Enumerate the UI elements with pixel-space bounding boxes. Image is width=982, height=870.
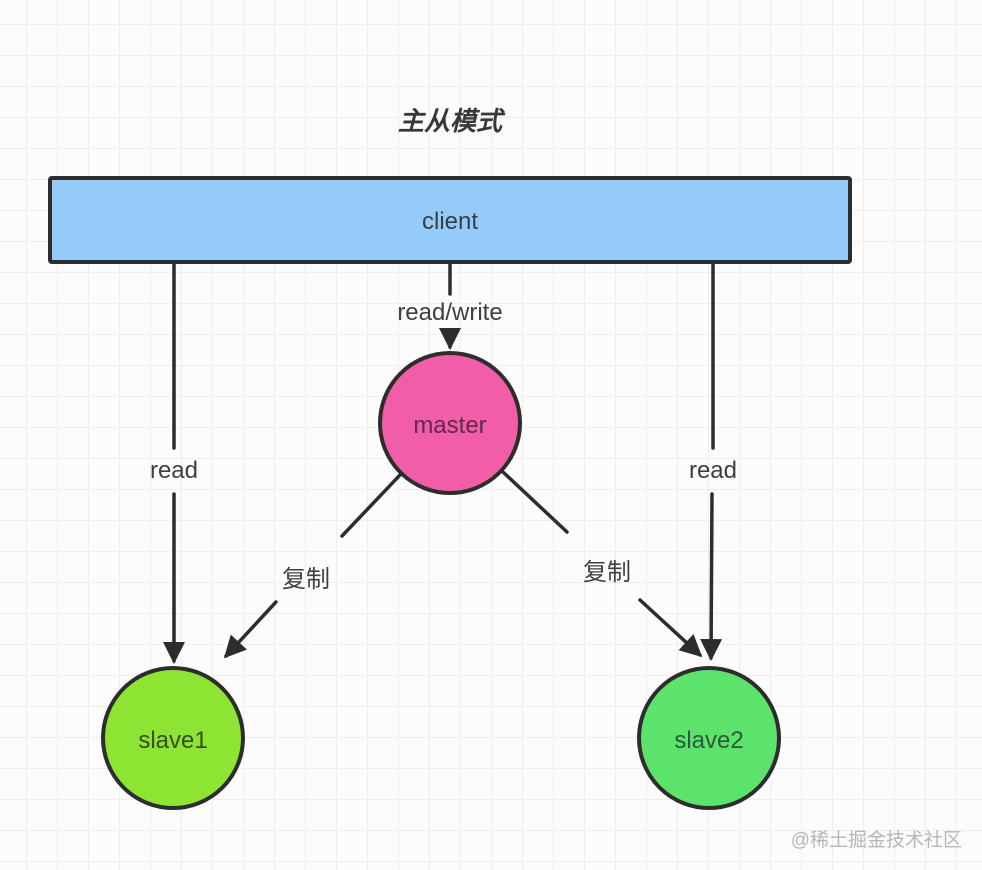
edge-label-read-right: read bbox=[689, 457, 737, 484]
edge-line bbox=[501, 470, 569, 534]
edge-arrow bbox=[638, 598, 700, 655]
node-master: master bbox=[378, 351, 522, 495]
edge-label-read-left: read bbox=[150, 457, 198, 484]
slave1-label: slave1 bbox=[138, 727, 207, 754]
master-label: master bbox=[413, 412, 486, 439]
client-label: client bbox=[422, 208, 478, 235]
watermark-text: @稀土掘金技术社区 bbox=[791, 829, 962, 851]
edge-arrow bbox=[711, 492, 712, 658]
slave2-circle bbox=[637, 666, 781, 810]
slave1-circle bbox=[101, 666, 245, 810]
node-slave2: slave2 bbox=[637, 666, 781, 810]
edge-client-to-master: read/write bbox=[397, 260, 503, 347]
edge-label-read-write: read/write bbox=[397, 299, 502, 326]
edge-arrow bbox=[226, 600, 278, 656]
slave2-label: slave2 bbox=[674, 727, 743, 754]
master-circle bbox=[378, 351, 522, 495]
edge-label-replicate-left: 复制 bbox=[282, 566, 330, 593]
client-box bbox=[48, 176, 852, 264]
edge-master-to-slave2: 复制 bbox=[501, 470, 700, 655]
edge-label-replicate-right: 复制 bbox=[583, 559, 631, 586]
node-slave1: slave1 bbox=[101, 666, 245, 810]
diagram-title: 主从模式 bbox=[398, 106, 506, 136]
edge-master-to-slave1: 复制 bbox=[226, 473, 402, 656]
edge-client-to-slave1: read bbox=[150, 260, 198, 661]
edge-client-to-slave2: read bbox=[689, 260, 737, 658]
node-client: client bbox=[48, 176, 852, 264]
edge-line bbox=[340, 473, 402, 538]
